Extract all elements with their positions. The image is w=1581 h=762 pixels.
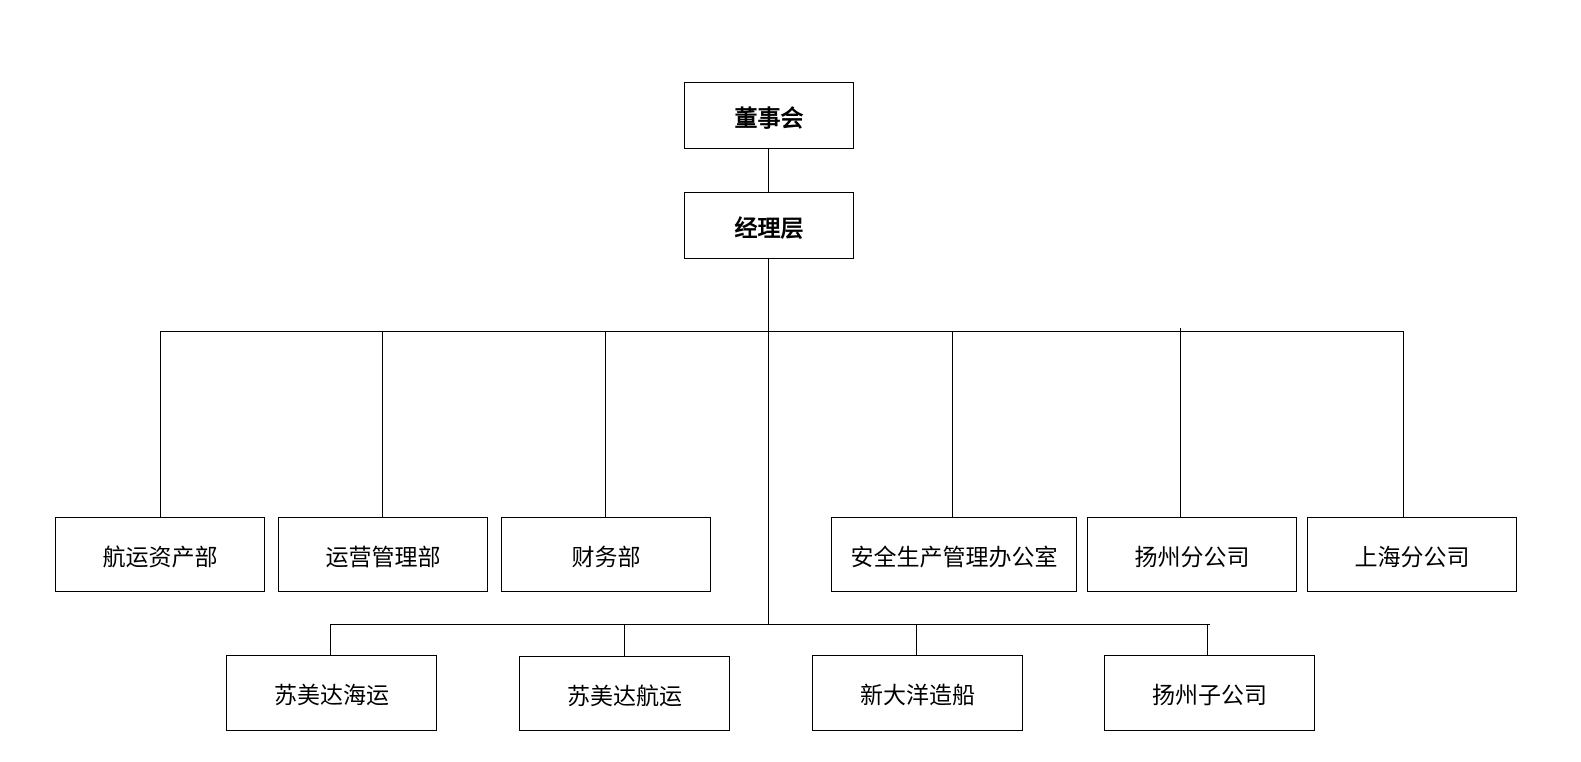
subsidiary-label: 扬州子公司: [1152, 683, 1267, 709]
department-box: 运营管理部: [278, 517, 488, 592]
department-box: 扬州分公司: [1087, 517, 1297, 592]
department-box: 航运资产部: [55, 517, 265, 592]
subsidiary-box: 新大洋造船: [812, 655, 1023, 731]
department-label: 上海分公司: [1354, 544, 1470, 571]
management-label: 经理层: [734, 215, 804, 242]
subsidiary-box: 扬州子公司: [1104, 655, 1315, 731]
department-box: 财务部: [501, 517, 711, 592]
department-label: 航运资产部: [102, 544, 218, 571]
subsidiary-label: 苏美达海运: [274, 683, 389, 709]
department-label: 扬州分公司: [1134, 544, 1250, 571]
board-label: 董事会: [734, 105, 804, 132]
subsidiary-label: 新大洋造船: [860, 683, 975, 709]
subsidiary-box: 苏美达海运: [226, 655, 437, 731]
subsidiary-label: 苏美达航运: [567, 683, 682, 710]
department-box: 安全生产管理办公室: [831, 517, 1077, 592]
board-box: 董事会: [684, 82, 854, 149]
department-box: 上海分公司: [1307, 517, 1517, 592]
management-box: 经理层: [684, 192, 854, 259]
department-label: 运营管理部: [325, 544, 441, 571]
subsidiary-box: 苏美达航运: [519, 656, 730, 731]
department-label: 安全生产管理办公室: [850, 544, 1058, 571]
department-label: 财务部: [571, 544, 641, 571]
